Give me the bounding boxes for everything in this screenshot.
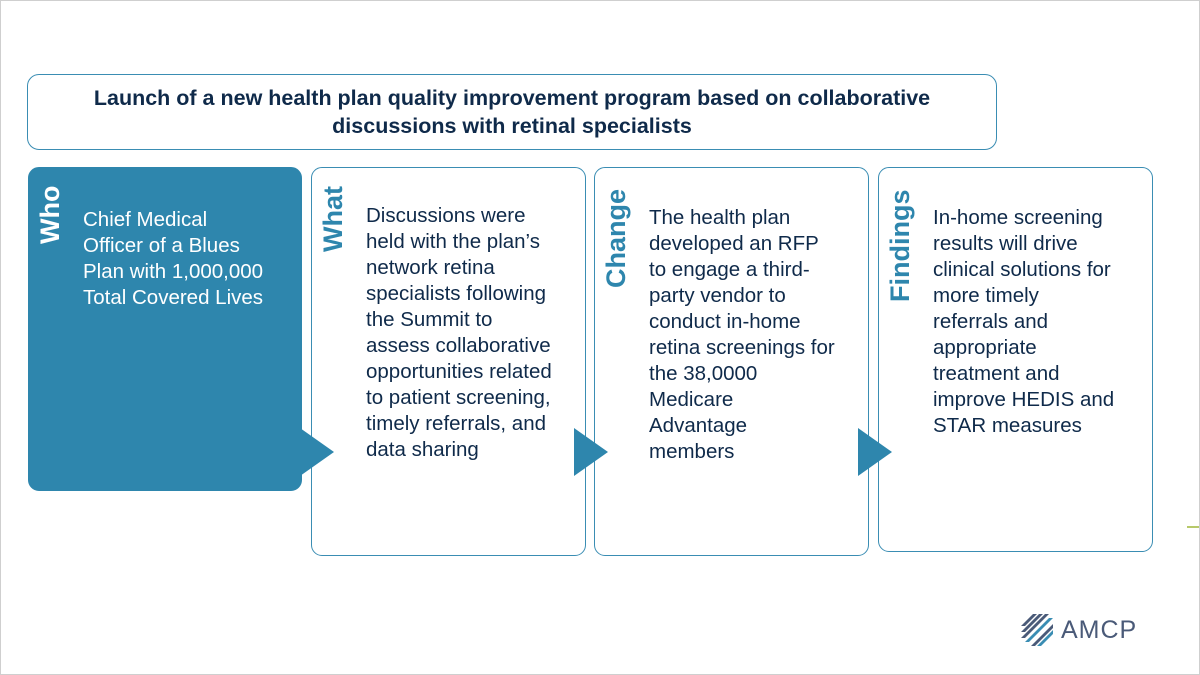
card-who-text: Chief Medical Officer of a Blues Plan wi…	[83, 208, 264, 309]
arrow-right-icon	[300, 428, 334, 476]
card-what-text: Discussions were held with the plan’s ne…	[366, 204, 552, 461]
edge-mark	[1187, 526, 1199, 528]
card-change-text: The health plan developed an RFP to enga…	[649, 206, 835, 463]
amcp-logo-text: AMCP	[1061, 615, 1138, 644]
amcp-logo-icon	[1021, 614, 1053, 646]
card-findings: Findings In-home screening results will …	[878, 167, 1153, 552]
amcp-logo: AMCP	[1019, 612, 1137, 648]
title-box: Launch of a new health plan quality impr…	[27, 74, 997, 150]
card-who-label: Who	[35, 185, 65, 244]
card-who: Who Chief Medical Officer of a Blues Pla…	[28, 167, 302, 491]
card-what-label: What	[318, 186, 348, 252]
card-change: Change The health plan developed an RFP …	[594, 167, 869, 556]
arrow-right-icon	[858, 428, 892, 476]
slide-title: Launch of a new health plan quality impr…	[93, 86, 931, 138]
arrow-right-icon	[574, 428, 608, 476]
card-change-label: Change	[601, 188, 631, 288]
card-what: What Discussions were held with the plan…	[311, 167, 586, 556]
card-findings-label: Findings	[885, 189, 915, 302]
card-findings-text: In-home screening results will drive cli…	[933, 206, 1115, 437]
